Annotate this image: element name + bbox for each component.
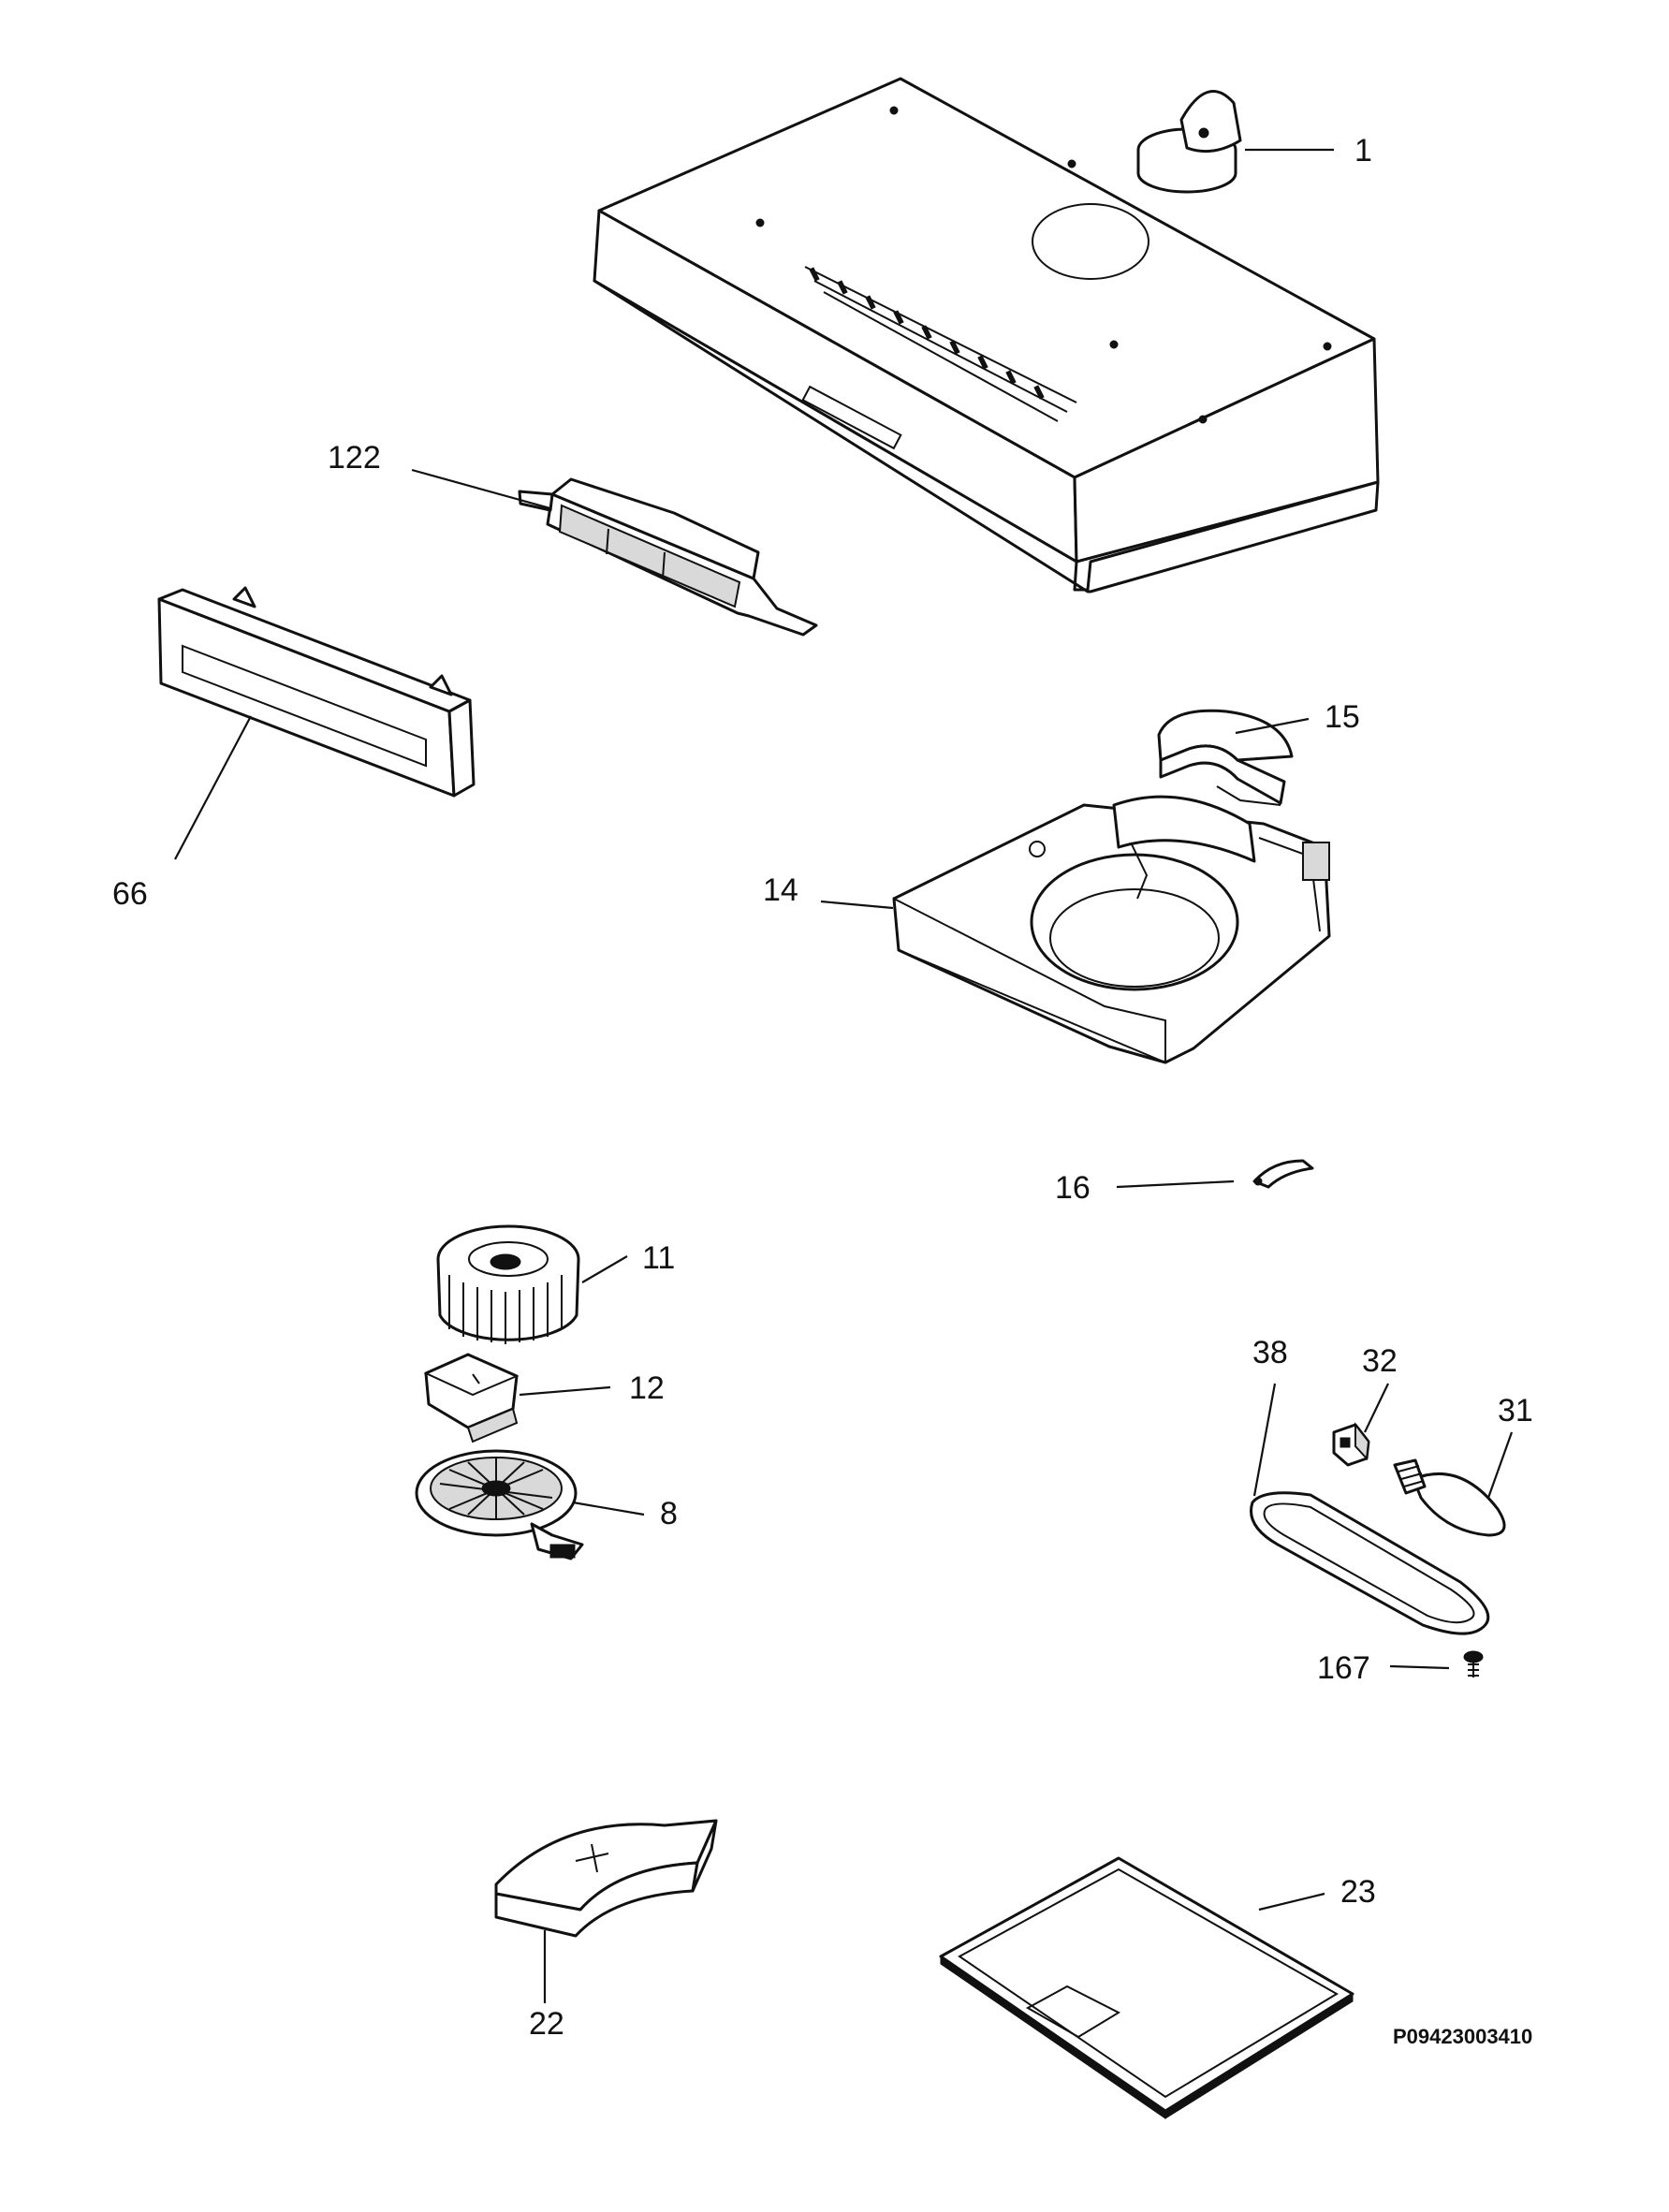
callout-16: 16 bbox=[1055, 1170, 1091, 1206]
callout-1: 1 bbox=[1354, 133, 1372, 168]
part-12-capacitor bbox=[423, 1353, 520, 1443]
callout-31: 31 bbox=[1498, 1393, 1533, 1428]
part-167-screw bbox=[1463, 1650, 1484, 1677]
callout-8: 8 bbox=[660, 1496, 678, 1531]
callout-11: 11 bbox=[642, 1240, 675, 1276]
part-8-motor bbox=[415, 1449, 584, 1560]
callout-14: 14 bbox=[763, 872, 798, 908]
part-122-control-switch bbox=[518, 477, 818, 637]
callout-15: 15 bbox=[1325, 699, 1360, 735]
callout-66: 66 bbox=[112, 876, 148, 912]
leader-line-8 bbox=[572, 1501, 645, 1516]
hood-body bbox=[593, 77, 1380, 593]
leader-line-32 bbox=[1364, 1383, 1389, 1433]
drawing-code: P09423003410 bbox=[1393, 2025, 1532, 2048]
leader-line-122 bbox=[411, 468, 551, 510]
callout-12: 12 bbox=[629, 1370, 665, 1406]
leader-line-15 bbox=[1235, 717, 1310, 735]
part-38-lamp-cover bbox=[1250, 1491, 1490, 1635]
leader-line-11 bbox=[581, 1255, 628, 1283]
part-23-grease-filter bbox=[939, 1856, 1354, 2119]
leader-line-31 bbox=[1486, 1431, 1514, 1499]
part-15-air-deflector bbox=[1157, 709, 1294, 806]
part-31-bulb bbox=[1393, 1458, 1506, 1537]
hood-vent-slots bbox=[804, 266, 1077, 422]
callout-23: 23 bbox=[1340, 1874, 1376, 1910]
callout-167: 167 bbox=[1317, 1650, 1370, 1686]
part-22-duct-elbow bbox=[494, 1819, 718, 1938]
leader-line-12 bbox=[519, 1385, 611, 1397]
part-32-lamp-holder bbox=[1332, 1422, 1370, 1467]
leader-line-66 bbox=[174, 715, 252, 860]
part-14-blower-housing bbox=[892, 795, 1331, 1064]
leader-line-167 bbox=[1389, 1664, 1450, 1670]
callout-32: 32 bbox=[1362, 1343, 1398, 1379]
callout-122: 122 bbox=[328, 440, 381, 476]
callout-22: 22 bbox=[529, 2006, 564, 2042]
part-66-front-panel bbox=[157, 586, 476, 798]
part-11-fan-wheel bbox=[436, 1224, 580, 1344]
part-1-motor-cap bbox=[1136, 90, 1242, 194]
leader-line-38 bbox=[1252, 1383, 1277, 1497]
part-16-clip bbox=[1252, 1159, 1314, 1189]
callout-38: 38 bbox=[1252, 1335, 1288, 1370]
leader-line-14 bbox=[820, 900, 894, 910]
leader-line-23 bbox=[1258, 1892, 1325, 1912]
leader-line-16 bbox=[1116, 1179, 1235, 1189]
